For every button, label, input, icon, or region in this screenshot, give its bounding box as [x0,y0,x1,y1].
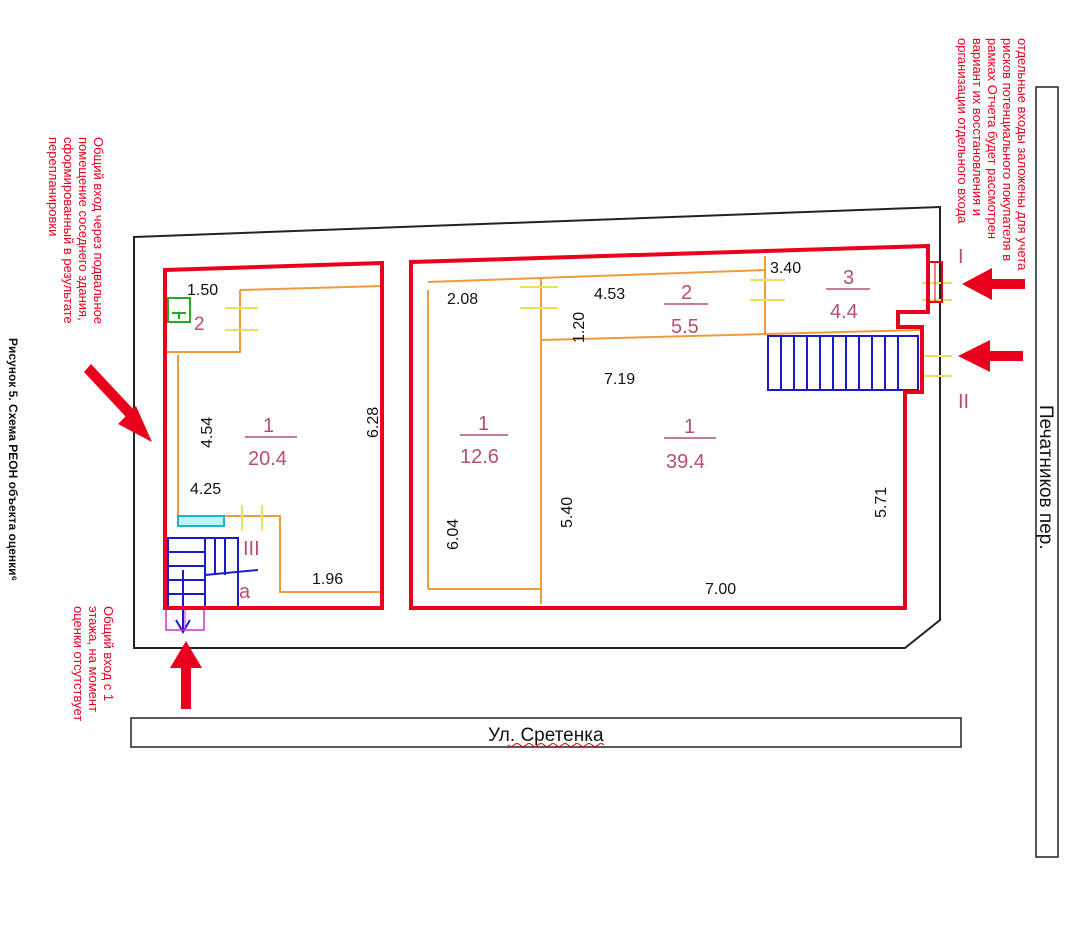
entrance-label-ii: II [958,391,969,413]
arrow-ground-entrance [170,641,202,709]
room-left-2-number: 2 [194,314,205,335]
dim-7-19: 7.19 [604,371,635,388]
entrance-label-a: а [239,581,251,603]
room-2-number: 2 [681,282,692,304]
street-pechatnikov-box [1035,86,1059,858]
dim-2-08: 2.08 [447,291,478,308]
note-common-basement-entrance: Общий вход через подвальное помещение со… [46,137,106,325]
room-2-area: 5.5 [671,316,699,338]
room-left-1: 1 20.4 [245,415,297,470]
room-big-1-number: 1 [684,416,695,438]
room-mid-1: 1 12.6 [460,413,508,468]
dim-7-00: 7.00 [705,581,736,598]
arrow-entrance-i [962,268,1025,300]
room-3: 3 4.4 [826,267,870,323]
left-door-marks [225,307,263,530]
room-big-1-area: 39.4 [666,451,705,473]
spellcheck-underline [507,743,605,747]
green-fixture-detail [172,312,186,319]
arrow-basement-entrance [84,364,152,442]
room-3-number: 3 [843,267,854,289]
street-sretenka-box [130,717,962,748]
entrance-label-iii: III [243,538,260,560]
arrow-entrance-ii [958,340,1023,372]
street-sretenka-label: Ул. Сретенка [488,725,604,746]
dim-1-96: 1.96 [312,571,343,588]
room-left-1-number: 1 [263,415,274,437]
green-fixture [167,297,191,323]
right-interior-walls [427,256,921,604]
dim-5-71: 5.71 [873,487,890,518]
room-2: 2 5.5 [664,282,708,338]
left-staircase [167,537,259,634]
right-staircase [767,335,919,391]
left-room-boundary [163,260,384,610]
room-big-1: 1 39.4 [664,416,716,473]
dim-3-40: 3.40 [770,260,801,277]
dim-6-04: 6.04 [445,519,462,550]
dim-4-25: 4.25 [190,481,221,498]
dim-1-20: 1.20 [571,312,588,343]
building-outline [133,205,941,649]
window [177,515,225,527]
left-interior-walls [165,285,383,593]
dim-4-53: 4.53 [594,286,625,303]
figure-caption: Рисунок 5. Схема РЕОН объекта оценки⁶ [6,338,20,582]
note-separate-entrances: отдельные входы заложены для учета риско… [955,38,1030,271]
entrance-label-i: I [958,246,964,268]
dim-4-54: 4.54 [199,417,216,448]
dim-1-50: 1.50 [187,282,218,299]
street-pechatnikov-label: Печатников пер. [1035,405,1056,550]
dim-6-28: 6.28 [365,407,382,438]
room-3-area: 4.4 [830,301,858,323]
room-mid-1-area: 12.6 [460,446,499,468]
note-common-ground-entrance: Общий вход с 1 этажа, на момент оценки о… [71,606,116,722]
room-left-1-area: 20.4 [248,448,287,470]
room-mid-1-number: 1 [478,413,489,435]
dim-5-40: 5.40 [559,497,576,528]
right-room-boundary [409,243,930,610]
